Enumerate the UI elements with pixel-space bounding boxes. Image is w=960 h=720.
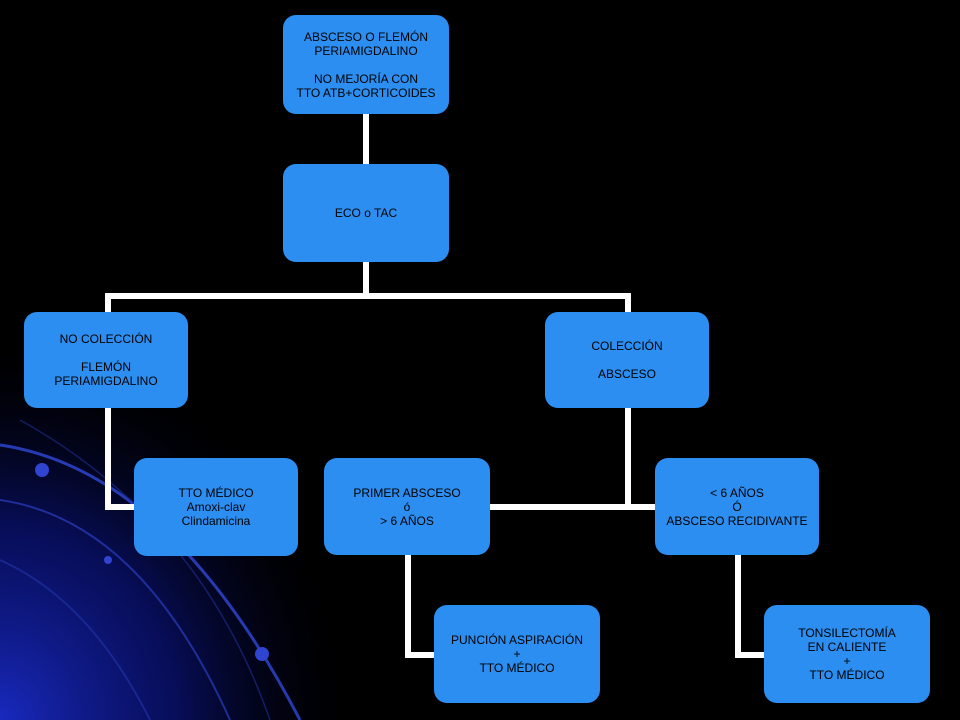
node-line: ECO o TAC bbox=[334, 206, 398, 220]
node-line: + bbox=[843, 654, 851, 668]
node-line: Ó bbox=[732, 499, 742, 514]
connector-first-puncture bbox=[405, 555, 434, 658]
node-line: Clindamicina bbox=[181, 514, 251, 528]
node-line: Amoxi-clav bbox=[186, 500, 246, 514]
swoosh-arc bbox=[0, 559, 151, 720]
node-imaging: ECO o TAC bbox=[283, 164, 449, 262]
decor-dot bbox=[35, 463, 49, 477]
connector-collection-children bbox=[490, 408, 631, 510]
node-line: FLEMÓN bbox=[80, 360, 131, 374]
node-line: PERIAMIGDALINO bbox=[314, 43, 418, 58]
node-puncture: PUNCIÓN ASPIRACIÓN+TTO MÉDICO bbox=[434, 605, 600, 703]
node-line: + bbox=[513, 647, 521, 661]
swoosh-arc bbox=[0, 499, 231, 720]
node-line: PUNCIÓN ASPIRACIÓN bbox=[450, 633, 584, 647]
node-text: ECO o TAC bbox=[335, 206, 397, 220]
node-line: < 6 AÑOS bbox=[710, 485, 764, 500]
node-line: TTO ATB+CORTICOIDES bbox=[296, 85, 436, 100]
connector-nocollection-treatment bbox=[105, 408, 134, 510]
node-line: ABSCESO RECIDIVANTE bbox=[666, 513, 808, 528]
node-line: NO COLECCIÓN bbox=[59, 332, 153, 346]
node-text: COLECCIÓN ABSCESO bbox=[591, 339, 662, 381]
node-line: TTO MÉDICO bbox=[479, 661, 555, 675]
node-line: TONSILECTOMÍA bbox=[798, 626, 896, 640]
node-line: ABSCESO bbox=[597, 367, 657, 381]
connector-recurrent-tonsillectomy bbox=[735, 555, 764, 658]
decor-dot bbox=[255, 647, 269, 661]
node-text: PUNCIÓN ASPIRACIÓN+TTO MÉDICO bbox=[451, 633, 583, 675]
node-line: TTO MÉDICO bbox=[178, 486, 254, 500]
node-line: NO MEJORÍA CON bbox=[313, 71, 418, 86]
node-line: TTO MÉDICO bbox=[809, 668, 885, 682]
node-line: PRIMER ABSCESO bbox=[353, 485, 461, 500]
node-line: COLECCIÓN bbox=[591, 339, 663, 353]
connector-imaging-collection bbox=[366, 293, 631, 312]
node-line: ó bbox=[403, 499, 411, 514]
node-collection: COLECCIÓN ABSCESO bbox=[545, 312, 709, 408]
connector-imaging-branches bbox=[105, 262, 369, 312]
line-spacer bbox=[54, 346, 157, 360]
node-line: EN CALIENTE bbox=[807, 640, 887, 654]
node-line: PERIAMIGDALINO bbox=[54, 374, 158, 388]
line-spacer bbox=[296, 58, 435, 72]
line-spacer bbox=[591, 353, 662, 367]
decor-dot bbox=[104, 556, 112, 564]
node-line: > 6 AÑOS bbox=[380, 513, 434, 528]
node-line: ABSCESO O FLEMÓN bbox=[303, 29, 429, 44]
